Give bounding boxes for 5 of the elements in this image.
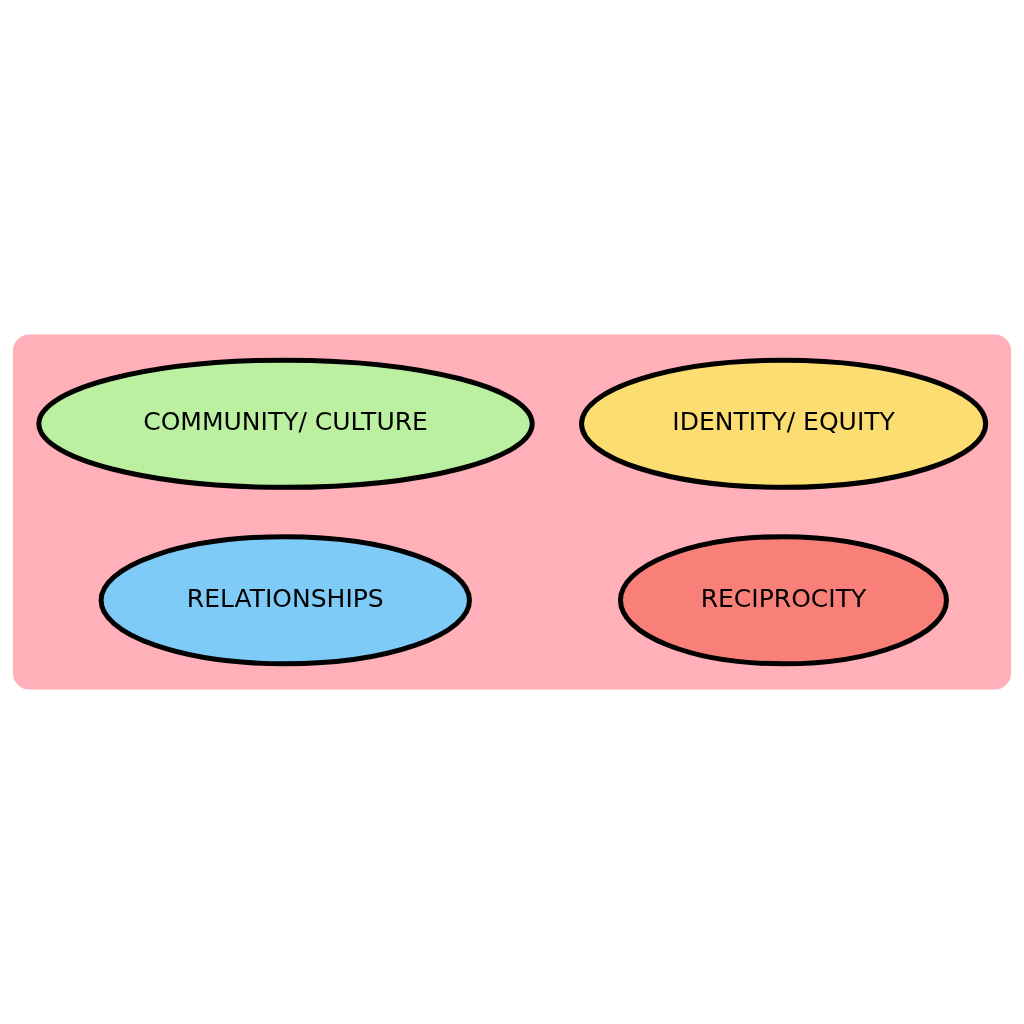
node-ellipse: RECIPROCITY bbox=[617, 534, 949, 667]
node-ellipse: IDENTITY/ EQUITY bbox=[579, 357, 989, 490]
cluster bbox=[12, 334, 1012, 690]
node-ellipse: RELATIONSHIPS bbox=[98, 534, 472, 667]
node-ellipse: COMMUNITY/ CULTURE bbox=[36, 357, 535, 490]
